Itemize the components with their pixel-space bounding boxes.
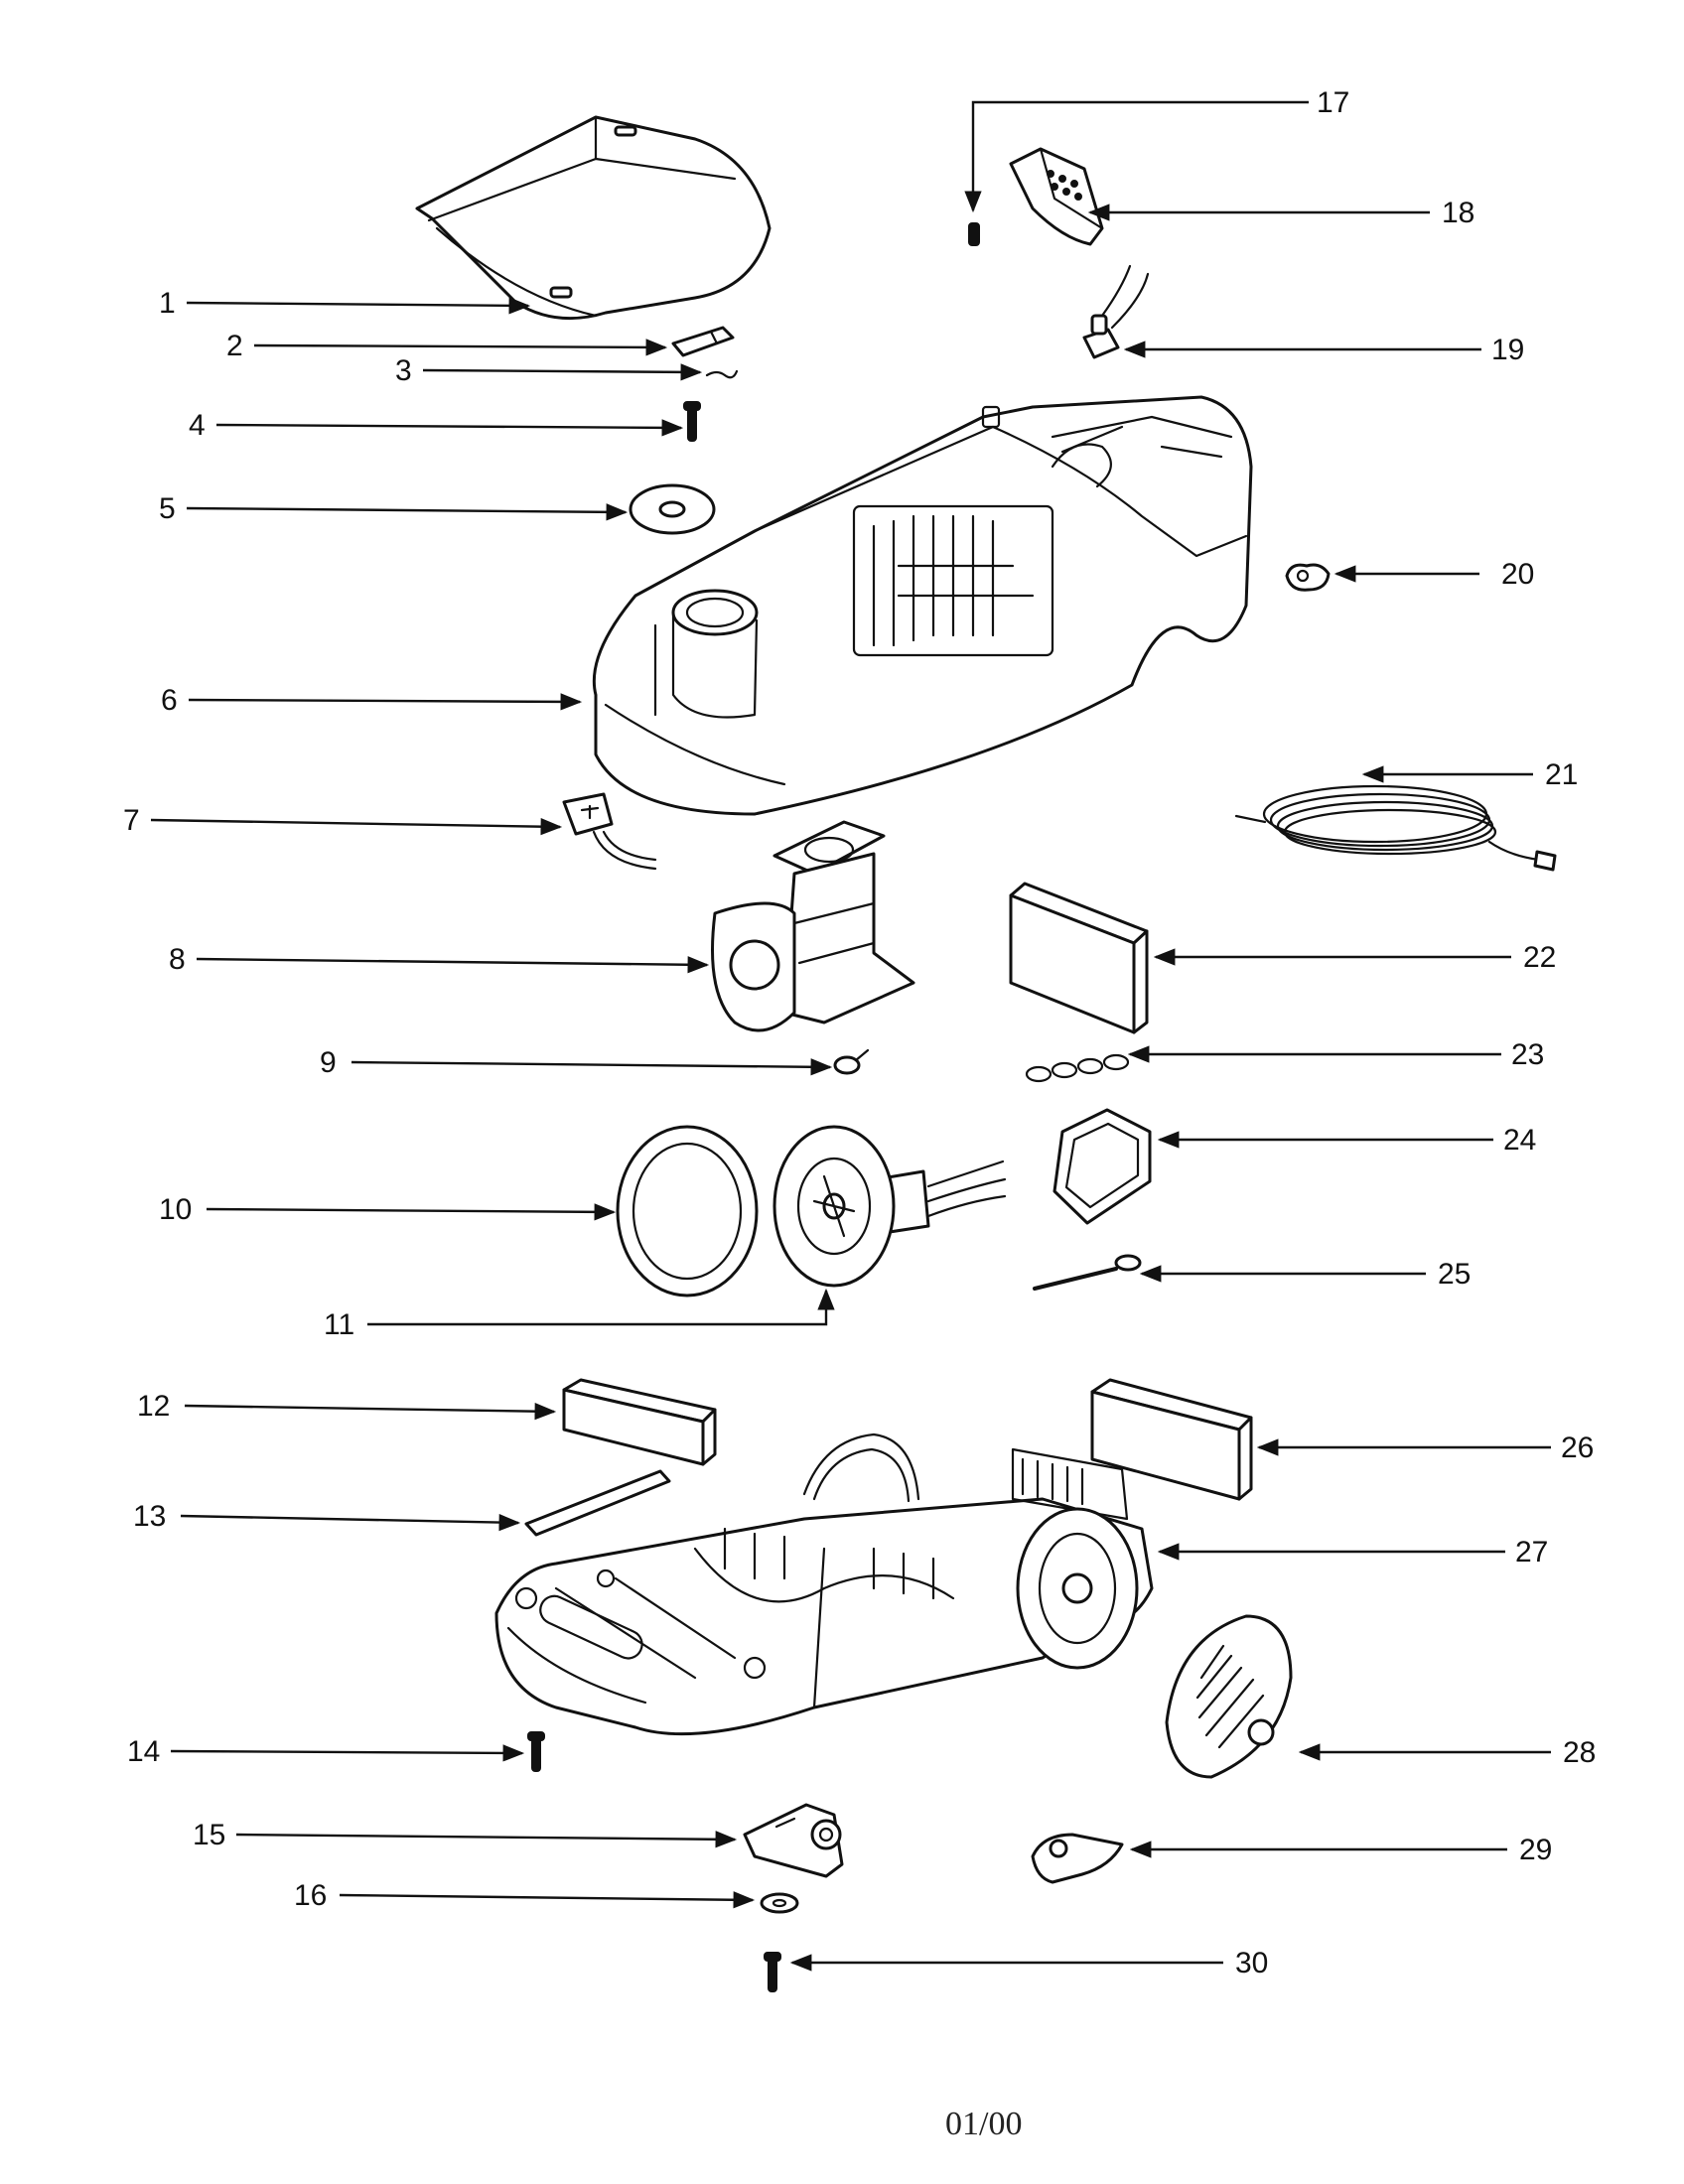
callout-28: 28: [1563, 1736, 1596, 1769]
part-27-base-chassis: [494, 1433, 1154, 1736]
part-26-filter-pad: [1090, 1378, 1253, 1501]
callout-27: 27: [1515, 1536, 1548, 1569]
part-25-spring-rod: [1033, 1254, 1142, 1291]
part-11-motor: [772, 1125, 1007, 1288]
part-14-screw: [527, 1731, 545, 1772]
callout-14: 14: [127, 1735, 160, 1768]
callout-16: 16: [294, 1879, 327, 1912]
callout-1: 1: [159, 287, 176, 320]
callout-6: 6: [161, 684, 178, 717]
part-17-spring: [968, 222, 980, 246]
part-13-seal-strip: [524, 1469, 671, 1537]
callout-4: 4: [189, 409, 206, 442]
part-28-wheel-cover: [1165, 1614, 1293, 1779]
part-8-bag-holder: [711, 820, 915, 1032]
part-6-top-housing: [592, 395, 1253, 816]
part-20-cord-clip: [1285, 563, 1331, 592]
callout-23: 23: [1511, 1038, 1544, 1071]
callout-13: 13: [133, 1500, 166, 1533]
part-10-filter-ring: [616, 1125, 759, 1297]
part-24-gasket-frame: [1052, 1108, 1152, 1225]
part-21-power-cord: [1234, 784, 1557, 872]
callout-22: 22: [1523, 941, 1556, 974]
callout-12: 12: [137, 1390, 170, 1423]
callout-10: 10: [159, 1193, 192, 1226]
callout-30: 30: [1235, 1947, 1268, 1979]
footer-date-code: 01/00: [945, 2106, 1022, 2142]
part-15-caster: [743, 1803, 844, 1878]
part-29-pedal: [1031, 1833, 1124, 1884]
callout-25: 25: [1438, 1258, 1471, 1291]
callout-7: 7: [123, 804, 140, 837]
part-2-latch: [671, 326, 735, 357]
part-30-screw: [764, 1952, 781, 1992]
callout-20: 20: [1501, 558, 1534, 591]
callout-11: 11: [324, 1308, 354, 1341]
callout-17: 17: [1317, 86, 1349, 119]
callout-21: 21: [1545, 758, 1578, 791]
callout-8: 8: [169, 943, 186, 976]
callout-9: 9: [320, 1046, 337, 1079]
callout-5: 5: [159, 492, 176, 525]
part-12-filter-pad: [562, 1378, 717, 1466]
part-5-washer: [629, 483, 716, 535]
part-9-clip: [833, 1048, 870, 1075]
callout-19: 19: [1491, 334, 1524, 366]
part-16-washer: [760, 1892, 799, 1914]
part-3-spring-clip: [705, 369, 739, 379]
part-23-grommets: [1025, 1053, 1130, 1083]
callout-3: 3: [395, 354, 412, 387]
part-22-filter-pad: [1009, 882, 1149, 1034]
callout-18: 18: [1442, 197, 1474, 229]
callout-29: 29: [1519, 1834, 1552, 1866]
callout-2: 2: [226, 330, 243, 362]
leader-lines: [150, 100, 1551, 1972]
callout-24: 24: [1503, 1124, 1536, 1157]
callout-15: 15: [193, 1819, 225, 1851]
part-1-lid-cover: [415, 115, 772, 321]
callout-26: 26: [1561, 1432, 1594, 1464]
part-4-screw: [683, 401, 701, 442]
callout-labels: 1 2 3 4 5 6 7 8 9 10 11 12 13 14 15 16 1…: [123, 86, 1596, 1979]
part-18-push-button: [1009, 147, 1104, 246]
part-7-plug-connector: [562, 792, 657, 871]
part-19-switch: [1082, 264, 1150, 359]
